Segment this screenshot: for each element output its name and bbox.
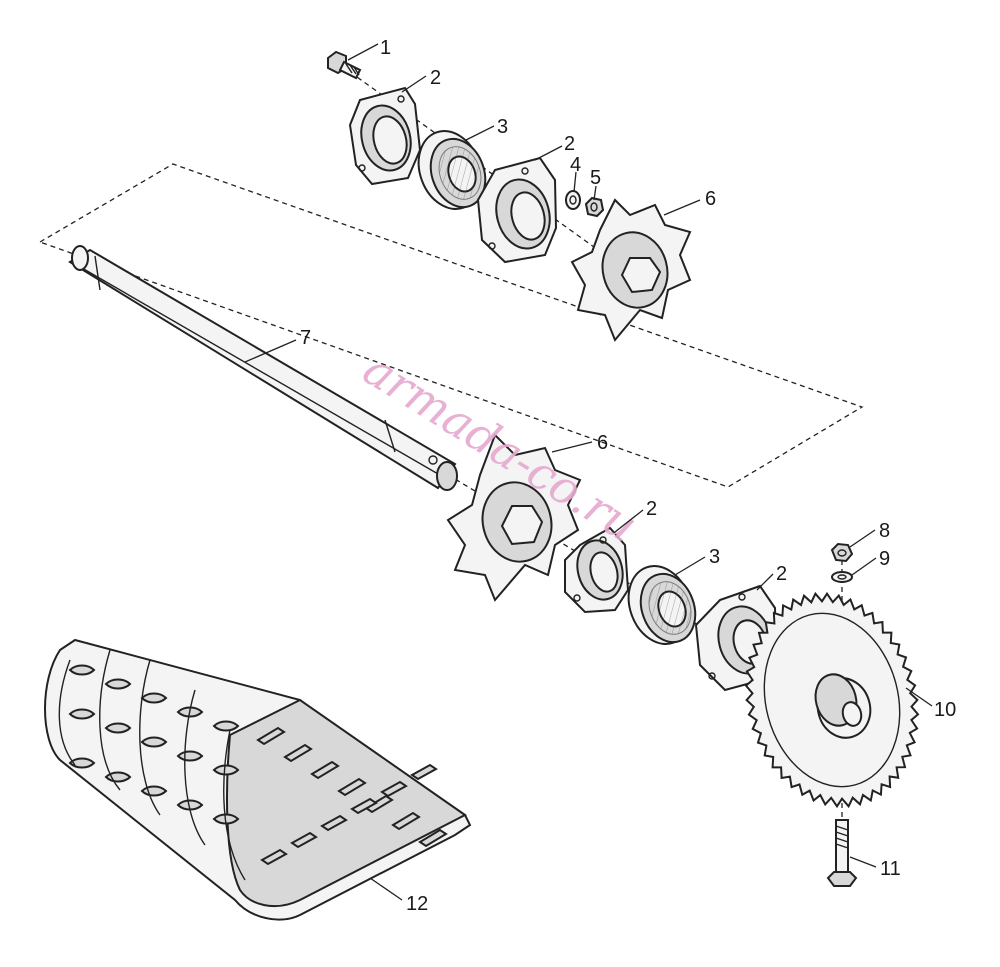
flange-part-2-upper-right [476,156,558,264]
drive-sprocket-part-10 [744,591,920,809]
track-lug [212,764,240,776]
track-cleat [260,848,288,866]
track-cleat [350,797,378,815]
callout-4: 4 [570,154,581,176]
nut-part-5 [584,196,605,218]
track-cleat [320,814,348,832]
assembly-outline-dashed [38,163,864,488]
flange-part-2-lower-left [564,526,630,614]
callout-8: 8 [879,520,890,542]
track-lug [104,678,132,690]
track-cleat [283,743,313,763]
callout-2-a: 2 [430,67,441,89]
track-lug [176,799,204,811]
track-cleat [380,780,408,798]
flange-part-2-upper-left [348,86,422,186]
track-lug [176,750,204,762]
track-lug [104,722,132,734]
track-cleat [410,763,438,781]
leader-lines [244,43,933,901]
track-part-12 [44,638,472,921]
callout-10: 10 [934,699,956,721]
callout-1: 1 [380,37,391,59]
callout-6-a: 6 [705,188,716,210]
track-lug [212,720,240,732]
callout-labels: 1 2 3 2 4 5 6 7 6 2 3 2 8 9 10 11 12 [300,37,956,915]
callout-3-a: 3 [497,116,508,138]
callout-12: 12 [406,893,428,915]
bolt-part-11 [826,819,858,887]
track-lug [140,692,168,704]
callout-9: 9 [879,548,890,570]
track-cleat [290,831,318,849]
callout-6-b: 6 [597,432,608,454]
callout-3-b: 3 [709,546,720,568]
callout-2-c: 2 [646,498,657,520]
track-cleat [337,777,367,797]
track-lug [68,757,96,769]
sprocket-part-6-upper [570,198,692,342]
track-lug [140,736,168,748]
bearing-part-3-lower [627,565,697,645]
callout-5: 5 [590,167,601,189]
nut-part-8 [830,542,854,563]
callout-11: 11 [880,858,901,880]
callout-2-d: 2 [776,563,787,585]
track-cleat [256,726,286,746]
shaft-part-7 [68,245,458,491]
callout-2-b: 2 [564,133,575,155]
track-lug [68,664,96,676]
track-cleats [68,664,448,866]
callout-7: 7 [300,327,311,349]
washer-part-4 [565,190,581,210]
sprocket-part-6-lower [446,433,582,602]
track-cleat [310,760,340,780]
upper-axis-dashed [349,71,641,281]
track-lug [140,785,168,797]
washer-part-9 [831,571,853,583]
track-cleat [391,811,421,831]
bolt-part-1 [327,50,362,80]
track-cleat [418,828,448,848]
track-lug [68,708,96,720]
track-cleat [364,794,394,814]
bearing-part-3-upper [417,130,487,210]
